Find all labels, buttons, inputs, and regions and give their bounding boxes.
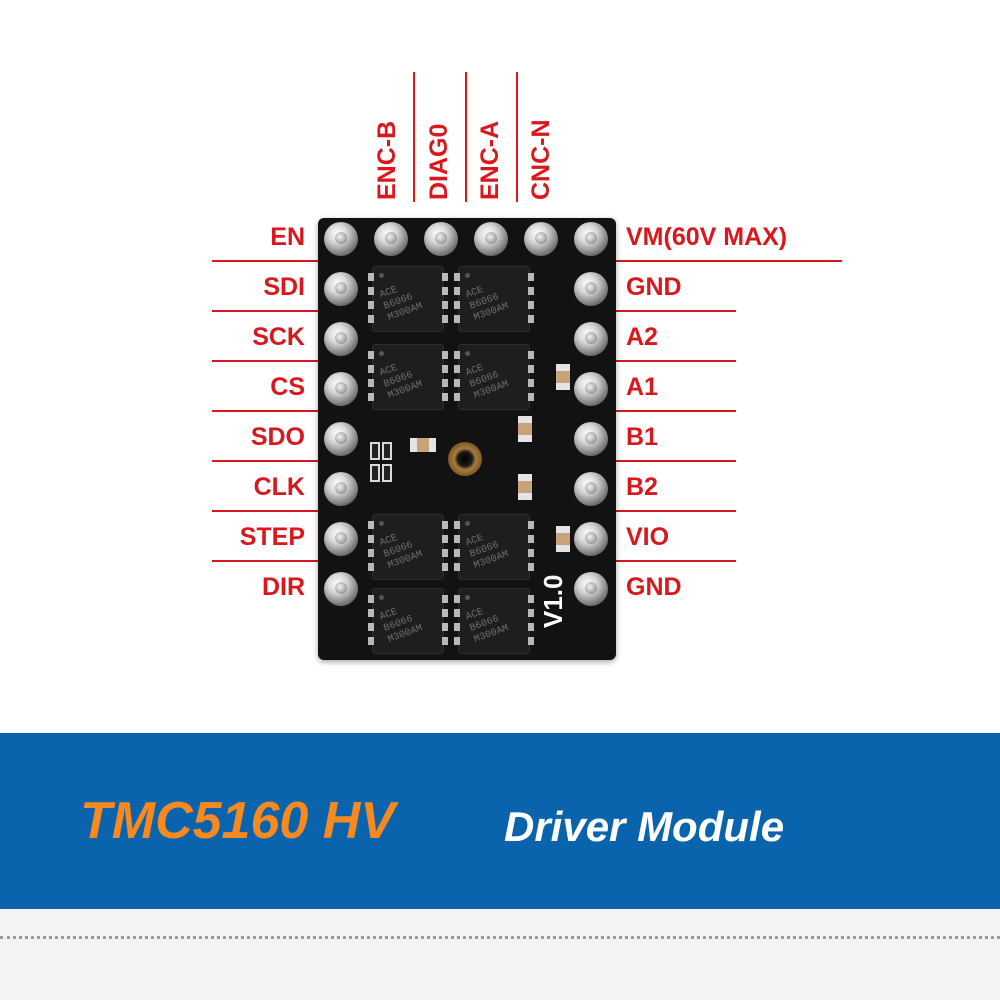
pin-label-vm: VM(60V MAX): [626, 223, 788, 251]
pin-underline-gnd-top: [616, 310, 736, 312]
pin-label-b2: B2: [626, 473, 658, 501]
pin-underline-b1: [616, 460, 736, 462]
pin-label-enc-a: ENC-A: [476, 120, 504, 200]
pcb-board: ACE B6066 M300AM ACE B6066 M300AM ACE B6…: [318, 218, 616, 660]
pin-label-gnd-top: GND: [626, 273, 682, 301]
pad-b1: [574, 422, 608, 456]
pin-underline-cs: [212, 410, 318, 412]
pad-enc-a: [474, 222, 508, 256]
pin-label-sdo: SDO: [250, 423, 305, 451]
product-image: ENC-B DIAG0 ENC-A CNC-N EN SDI SCK CS SD…: [212, 72, 842, 660]
resistor: [370, 464, 380, 482]
pad-gnd-top: [574, 272, 608, 306]
pad-clk: [324, 472, 358, 506]
product-model: TMC5160 HV: [80, 792, 395, 850]
pin-underline-sdo: [212, 460, 318, 462]
pin-underline-vm: [616, 260, 842, 262]
pad-cs: [324, 372, 358, 406]
pin-label-gnd-bottom: GND: [626, 573, 682, 601]
pad-vm: [574, 222, 608, 256]
pin-label-enc-b: ENC-B: [373, 120, 401, 200]
resistor: [370, 442, 380, 460]
pad-a2: [574, 322, 608, 356]
pad-dir: [324, 572, 358, 606]
pin-label-a1: A1: [626, 373, 658, 401]
mosfet-chip: ACE B6066 M300AM: [368, 588, 448, 654]
pin-underline-sdi: [212, 310, 318, 312]
pin-underline-b2: [616, 510, 736, 512]
resistor: [382, 442, 392, 460]
pin-underline-a1: [616, 410, 736, 412]
pad-diag0: [424, 222, 458, 256]
pin-underline-clk: [212, 510, 318, 512]
mosfet-chip: ACE B6066 M300AM: [454, 266, 534, 332]
mosfet-chip: ACE B6066 M300AM: [454, 588, 534, 654]
footer-area: [0, 909, 1000, 1000]
capacitor: [518, 416, 532, 442]
capacitor: [556, 364, 570, 390]
pin-label-sck: SCK: [252, 323, 305, 351]
pin-leader-enc-b: [413, 72, 415, 202]
pin-underline-sck: [212, 360, 318, 362]
pad-cnc-n: [524, 222, 558, 256]
pad-step: [324, 522, 358, 556]
mosfet-chip: ACE B6066 M300AM: [368, 266, 448, 332]
title-banner: TMC5160 HV Driver Module: [0, 733, 1000, 909]
pad-en: [324, 222, 358, 256]
pin-label-diag0: DIAG0: [425, 123, 453, 200]
board-version-label: V1.0: [538, 574, 568, 629]
pin-label-cs: CS: [270, 373, 305, 401]
pin-leader-diag0: [465, 72, 467, 202]
pad-sdi: [324, 272, 358, 306]
product-description: Driver Module: [504, 803, 785, 850]
resistor: [382, 464, 392, 482]
capacitor: [410, 438, 436, 452]
pin-underline-step: [212, 560, 318, 562]
pad-a1: [574, 372, 608, 406]
mosfet-chip: ACE B6066 M300AM: [454, 344, 534, 410]
pad-vio: [574, 522, 608, 556]
mounting-hole: [448, 442, 482, 476]
capacitor: [556, 526, 570, 552]
pad-sdo: [324, 422, 358, 456]
pin-underline-vio: [616, 560, 736, 562]
dotted-divider: [0, 936, 1000, 939]
pin-label-step: STEP: [239, 523, 305, 551]
pin-label-cnc-n: CNC-N: [527, 119, 555, 200]
pin-label-dir: DIR: [261, 573, 305, 601]
pad-enc-b: [374, 222, 408, 256]
pad-gnd-bottom: [574, 572, 608, 606]
mosfet-chip: ACE B6066 M300AM: [454, 514, 534, 580]
pin-label-sdi: SDI: [263, 273, 305, 301]
capacitor: [518, 474, 532, 500]
pin-label-a2: A2: [626, 323, 658, 351]
pin-leader-enc-a: [516, 72, 518, 202]
pin-label-vio: VIO: [626, 523, 670, 551]
mosfet-chip: ACE B6066 M300AM: [368, 514, 448, 580]
mosfet-chip: ACE B6066 M300AM: [368, 344, 448, 410]
pin-underline-en: [212, 260, 318, 262]
pad-b2: [574, 472, 608, 506]
pad-sck: [324, 322, 358, 356]
pin-label-en: EN: [270, 223, 305, 251]
pin-label-clk: CLK: [253, 473, 305, 501]
pin-label-b1: B1: [626, 423, 658, 451]
pin-underline-a2: [616, 360, 736, 362]
